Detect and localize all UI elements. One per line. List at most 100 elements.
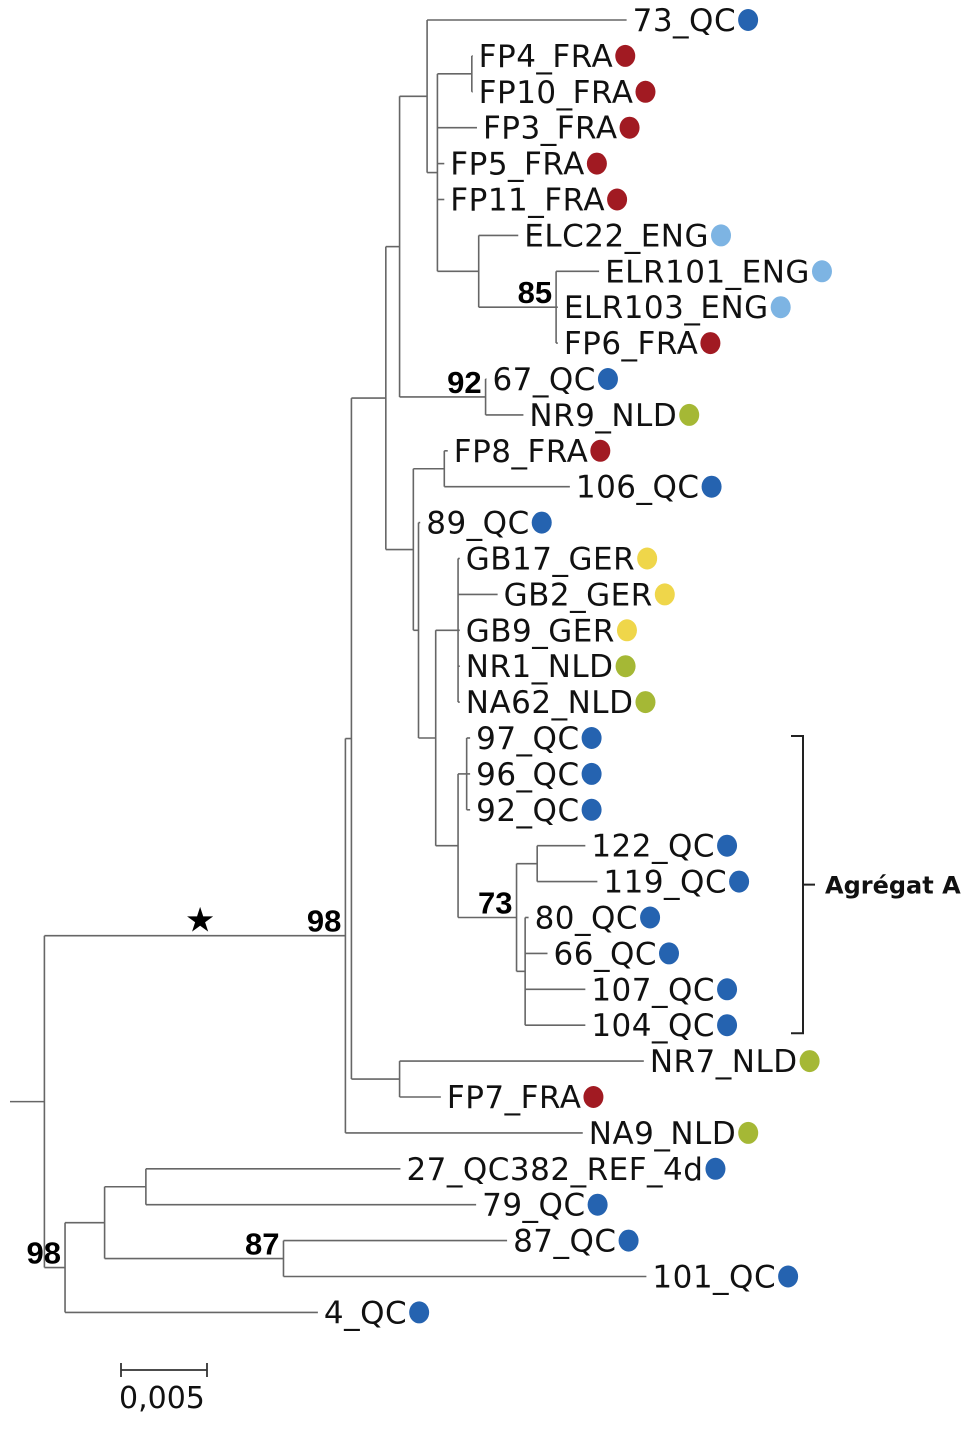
country-dot-QC xyxy=(409,1301,430,1324)
leaf-ELR103_ENG: ELR103_ENG xyxy=(564,290,791,326)
leaf-label: ELR101_ENG xyxy=(605,254,810,290)
country-dot-GER xyxy=(616,619,637,642)
country-dot-QC xyxy=(701,475,722,498)
leaf-label: 101_QC xyxy=(652,1260,776,1296)
leaf-NA9_NLD: NA9_NLD xyxy=(589,1116,759,1152)
leaf-92_QC: 92_QC xyxy=(476,793,602,829)
cluster-bracket: Agrégat A xyxy=(791,735,961,1035)
branches xyxy=(10,19,647,1314)
bootstrap-support-73: 73 xyxy=(478,886,512,921)
leaf-GB17_GER: GB17_GER xyxy=(466,542,658,578)
country-dot-ENG xyxy=(811,260,832,283)
leaf-label: NR7_NLD xyxy=(650,1044,798,1080)
country-dot-FRA xyxy=(590,439,611,462)
leaf-96_QC: 96_QC xyxy=(476,757,602,793)
leaf-97_QC: 97_QC xyxy=(476,721,602,757)
country-dot-QC xyxy=(581,762,602,785)
leaf-FP8_FRA: FP8_FRA xyxy=(454,434,611,470)
country-dot-GER xyxy=(654,583,675,606)
country-dot-GER xyxy=(637,547,658,570)
leaf-label: 97_QC xyxy=(476,721,579,757)
leaf-label: 73_QC xyxy=(633,3,737,39)
leaf-107_QC: 107_QC xyxy=(591,972,738,1008)
country-dot-QC xyxy=(717,1014,738,1037)
leaf-NR1_NLD: NR1_NLD xyxy=(466,649,636,685)
leaf-27_QC382_REF_4d: 27_QC382_REF_4d xyxy=(406,1152,726,1188)
leaf-label: NA62_NLD xyxy=(466,685,634,721)
country-dot-QC xyxy=(717,834,738,857)
leaf-FP5_FRA: FP5_FRA xyxy=(450,147,607,183)
country-dot-FRA xyxy=(615,44,636,67)
leaf-label: NR9_NLD xyxy=(529,398,677,434)
leaf-NR9_NLD: NR9_NLD xyxy=(529,398,700,434)
country-dot-NLD xyxy=(635,691,656,714)
country-dot-QC xyxy=(531,511,552,534)
country-dot-FRA xyxy=(583,1086,604,1108)
bootstrap-support-85: 85 xyxy=(518,275,552,310)
leaf-NA62_NLD: NA62_NLD xyxy=(466,685,656,721)
leaf-label: FP8_FRA xyxy=(454,434,589,470)
country-dot-QC xyxy=(717,978,738,1001)
country-dot-FRA xyxy=(700,332,721,355)
leaf-122_QC: 122_QC xyxy=(591,829,738,865)
country-dot-NLD xyxy=(679,403,700,426)
bootstrap-support-98: 98 xyxy=(27,1236,61,1271)
leaf-label: 66_QC xyxy=(554,936,658,972)
country-dot-QC xyxy=(587,1193,608,1216)
leaf-104_QC: 104_QC xyxy=(591,1008,738,1044)
country-dot-ENG xyxy=(770,296,791,319)
leaf-ELC22_ENG: ELC22_ENG xyxy=(524,218,732,254)
leaf-label: GB17_GER xyxy=(466,542,635,578)
leaves: 73_QC FP4_FRAFP10_FRAFP3_FRAFP5_FRAFP11_F… xyxy=(324,3,832,1331)
country-dot-QC xyxy=(778,1265,799,1288)
country-dot-FRA xyxy=(619,116,640,139)
leaf-87_QC: 87_QC xyxy=(513,1224,639,1260)
country-dot-QC xyxy=(581,798,602,821)
leaf-label: GB9_GER xyxy=(466,613,615,649)
country-dot-NLD xyxy=(615,655,636,678)
scale-bar-label: 0,005 xyxy=(119,1381,205,1416)
leaf-label: 4_QC xyxy=(324,1295,407,1331)
country-dot-QC xyxy=(640,906,661,929)
leaf-label: GB2_GER xyxy=(504,577,653,613)
leaf-106_QC: 106_QC xyxy=(576,470,722,506)
leaf-79_QC: 79_QC xyxy=(482,1188,608,1224)
leaf-label: 67_QC xyxy=(492,362,596,398)
leaf-label: FP3_FRA xyxy=(483,111,618,147)
country-dot-QC xyxy=(581,727,602,749)
leaf-label: 87_QC xyxy=(513,1224,617,1260)
country-dot-QC xyxy=(738,9,759,31)
leaf-FP11_FRA: FP11_FRA xyxy=(450,183,628,219)
country-dot-QC xyxy=(618,1229,639,1252)
leaf-89_QC: 89_QC xyxy=(426,506,552,542)
leaf-101_QC: 101_QC xyxy=(652,1260,799,1296)
leaf-label: 96_QC xyxy=(476,757,579,793)
leaf-label: FP5_FRA xyxy=(450,147,585,183)
leaf-GB9_GER: GB9_GER xyxy=(466,613,637,649)
country-dot-NLD xyxy=(799,1050,820,1073)
country-dot-FRA xyxy=(586,152,607,175)
leaf-label: 119_QC xyxy=(603,865,727,901)
leaf-label: FP10_FRA xyxy=(479,75,634,111)
bootstrap-support-87: 87 xyxy=(245,1227,279,1262)
country-dot-ENG xyxy=(711,224,732,247)
leaf-label: 106_QC xyxy=(576,470,700,506)
leaf-73_QC: 73_QC xyxy=(633,3,759,39)
leaf-label: ELR103_ENG xyxy=(564,290,769,326)
leaf-label: FP4_FRA xyxy=(479,39,614,75)
leaf-66_QC: 66_QC xyxy=(554,936,679,972)
leaf-label: ELC22_ENG xyxy=(524,218,709,254)
leaf-FP7_FRA: FP7_FRA xyxy=(447,1080,604,1116)
cluster-label: Agrégat A xyxy=(825,872,961,900)
leaf-label: 104_QC xyxy=(591,1008,715,1044)
leaf-label: 122_QC xyxy=(591,829,715,865)
scale-bar: 0,005 xyxy=(119,1363,208,1416)
bootstrap-support-92: 92 xyxy=(447,365,481,400)
leaf-label: 79_QC xyxy=(482,1188,586,1224)
leaf-67_QC: 67_QC xyxy=(492,362,618,398)
scale-bar-line xyxy=(120,1363,208,1377)
leaf-FP4_FRA: FP4_FRA xyxy=(479,39,636,75)
leaf-GB2_GER: GB2_GER xyxy=(504,577,675,613)
